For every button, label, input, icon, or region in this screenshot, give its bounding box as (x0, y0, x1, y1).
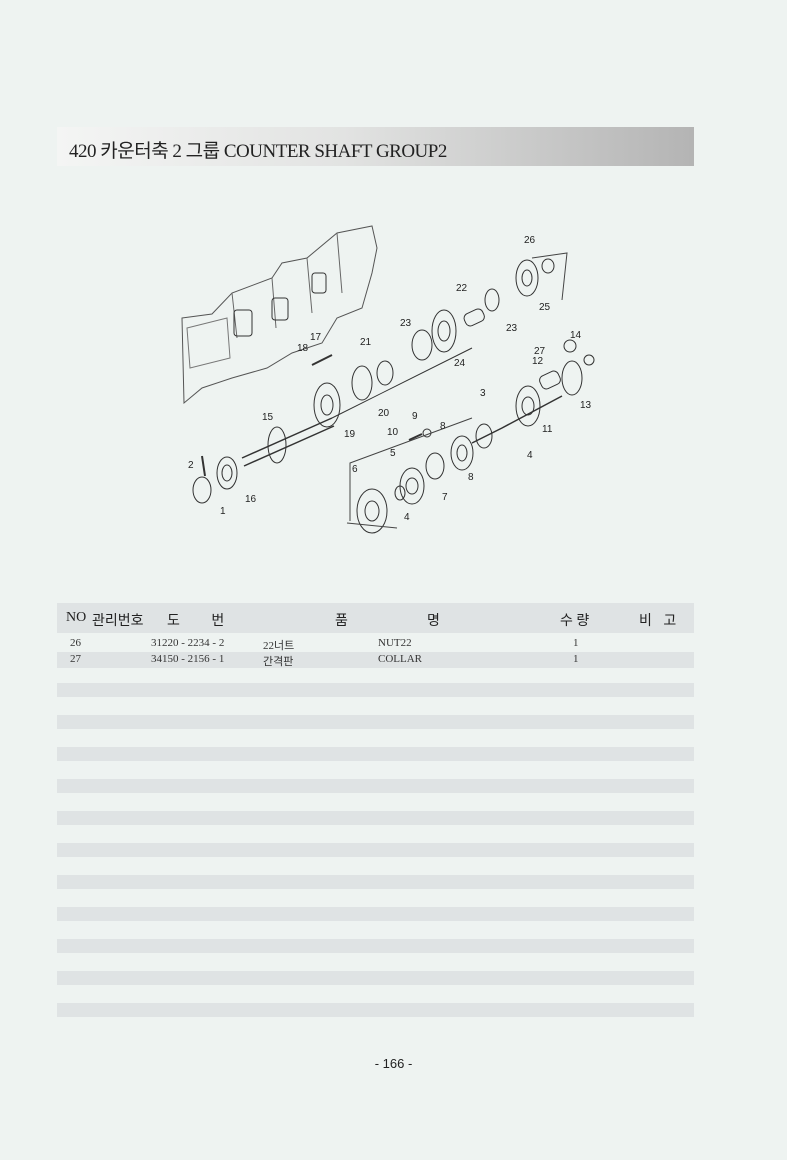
svg-text:14: 14 (570, 330, 582, 341)
row-quantity: 1 (573, 637, 579, 649)
row-english-name: NUT22 (378, 637, 412, 649)
parts-table: NO 관리번호 도 번 품 명 수 량 비 고 26 31220 - 2234 … (57, 603, 694, 668)
svg-text:20: 20 (378, 408, 390, 419)
empty-row (57, 1003, 694, 1017)
svg-text:15: 15 (262, 412, 274, 423)
row-no: 26 (70, 637, 81, 649)
svg-text:5: 5 (390, 448, 396, 459)
svg-text:1: 1 (220, 506, 226, 517)
svg-text:11: 11 (542, 424, 553, 435)
empty-row (57, 779, 694, 793)
section-title-bar: 420 카운터축 2 그룹 COUNTER SHAFT GROUP2 (57, 127, 694, 166)
svg-text:8: 8 (440, 421, 446, 432)
empty-row (57, 747, 694, 761)
svg-text:23: 23 (400, 318, 412, 329)
svg-text:18: 18 (297, 343, 309, 354)
header-no: NO (66, 610, 87, 625)
header-name-1: 품 (335, 614, 348, 629)
empty-row (57, 715, 694, 729)
svg-text:8: 8 (468, 472, 474, 483)
row-english-name: COLLAR (378, 653, 422, 665)
svg-text:19: 19 (344, 429, 356, 440)
empty-row (57, 939, 694, 953)
svg-text:2: 2 (188, 460, 194, 471)
svg-text:23: 23 (506, 323, 518, 334)
header-drawing-no: 도 번 (167, 614, 239, 629)
row-no: 27 (70, 653, 81, 665)
row-drawing-no: 31220 - 2234 - 2 (151, 637, 225, 649)
empty-row (57, 811, 694, 825)
empty-row (57, 971, 694, 985)
svg-text:7: 7 (442, 492, 448, 503)
callout-labels: 2 1 16 15 18 17 19 21 20 23 22 24 23 26 … (188, 235, 592, 523)
empty-row (57, 907, 694, 921)
table-row: 27 34150 - 2156 - 1 간격판 COLLAR 1 (57, 652, 694, 668)
header-quantity: 수 량 (560, 614, 590, 629)
header-mgmt-no: 관리번호 (92, 614, 144, 629)
header-remark: 비 고 (639, 614, 681, 629)
header-name-2: 명 (427, 614, 440, 629)
svg-text:13: 13 (580, 400, 592, 411)
svg-text:16: 16 (245, 494, 257, 505)
svg-text:3: 3 (480, 388, 486, 399)
svg-text:21: 21 (360, 337, 372, 348)
row-korean-name: 22너트 (263, 640, 295, 652)
row-quantity: 1 (573, 653, 579, 665)
svg-text:26: 26 (524, 235, 536, 246)
empty-row (57, 683, 694, 697)
row-korean-name: 간격판 (263, 656, 294, 668)
svg-text:4: 4 (404, 512, 410, 523)
section-number: 420 (69, 141, 97, 162)
svg-text:24: 24 (454, 358, 466, 369)
exploded-parts-diagram: 2 1 16 15 18 17 19 21 20 23 22 24 23 26 … (181, 225, 595, 534)
svg-text:25: 25 (539, 302, 551, 313)
row-drawing-no: 34150 - 2156 - 1 (151, 653, 225, 665)
empty-row (57, 875, 694, 889)
page-number: - 166 - (374, 1056, 413, 1071)
section-name: 카운터축 2 그룹 COUNTER SHAFT GROUP2 (100, 141, 447, 162)
table-row: 26 31220 - 2234 - 2 22너트 NUT22 1 (57, 636, 694, 652)
svg-text:17: 17 (310, 332, 322, 343)
svg-text:4: 4 (527, 450, 533, 461)
svg-text:9: 9 (412, 411, 418, 422)
svg-text:12: 12 (532, 356, 544, 367)
section-title: 420 카운터축 2 그룹 COUNTER SHAFT GROUP2 (69, 136, 447, 163)
svg-text:6: 6 (352, 464, 358, 475)
table-header: NO 관리번호 도 번 품 명 수 량 비 고 (57, 603, 694, 633)
svg-text:22: 22 (456, 283, 468, 294)
svg-text:10: 10 (387, 427, 399, 438)
svg-text:27: 27 (534, 346, 546, 357)
empty-row (57, 843, 694, 857)
